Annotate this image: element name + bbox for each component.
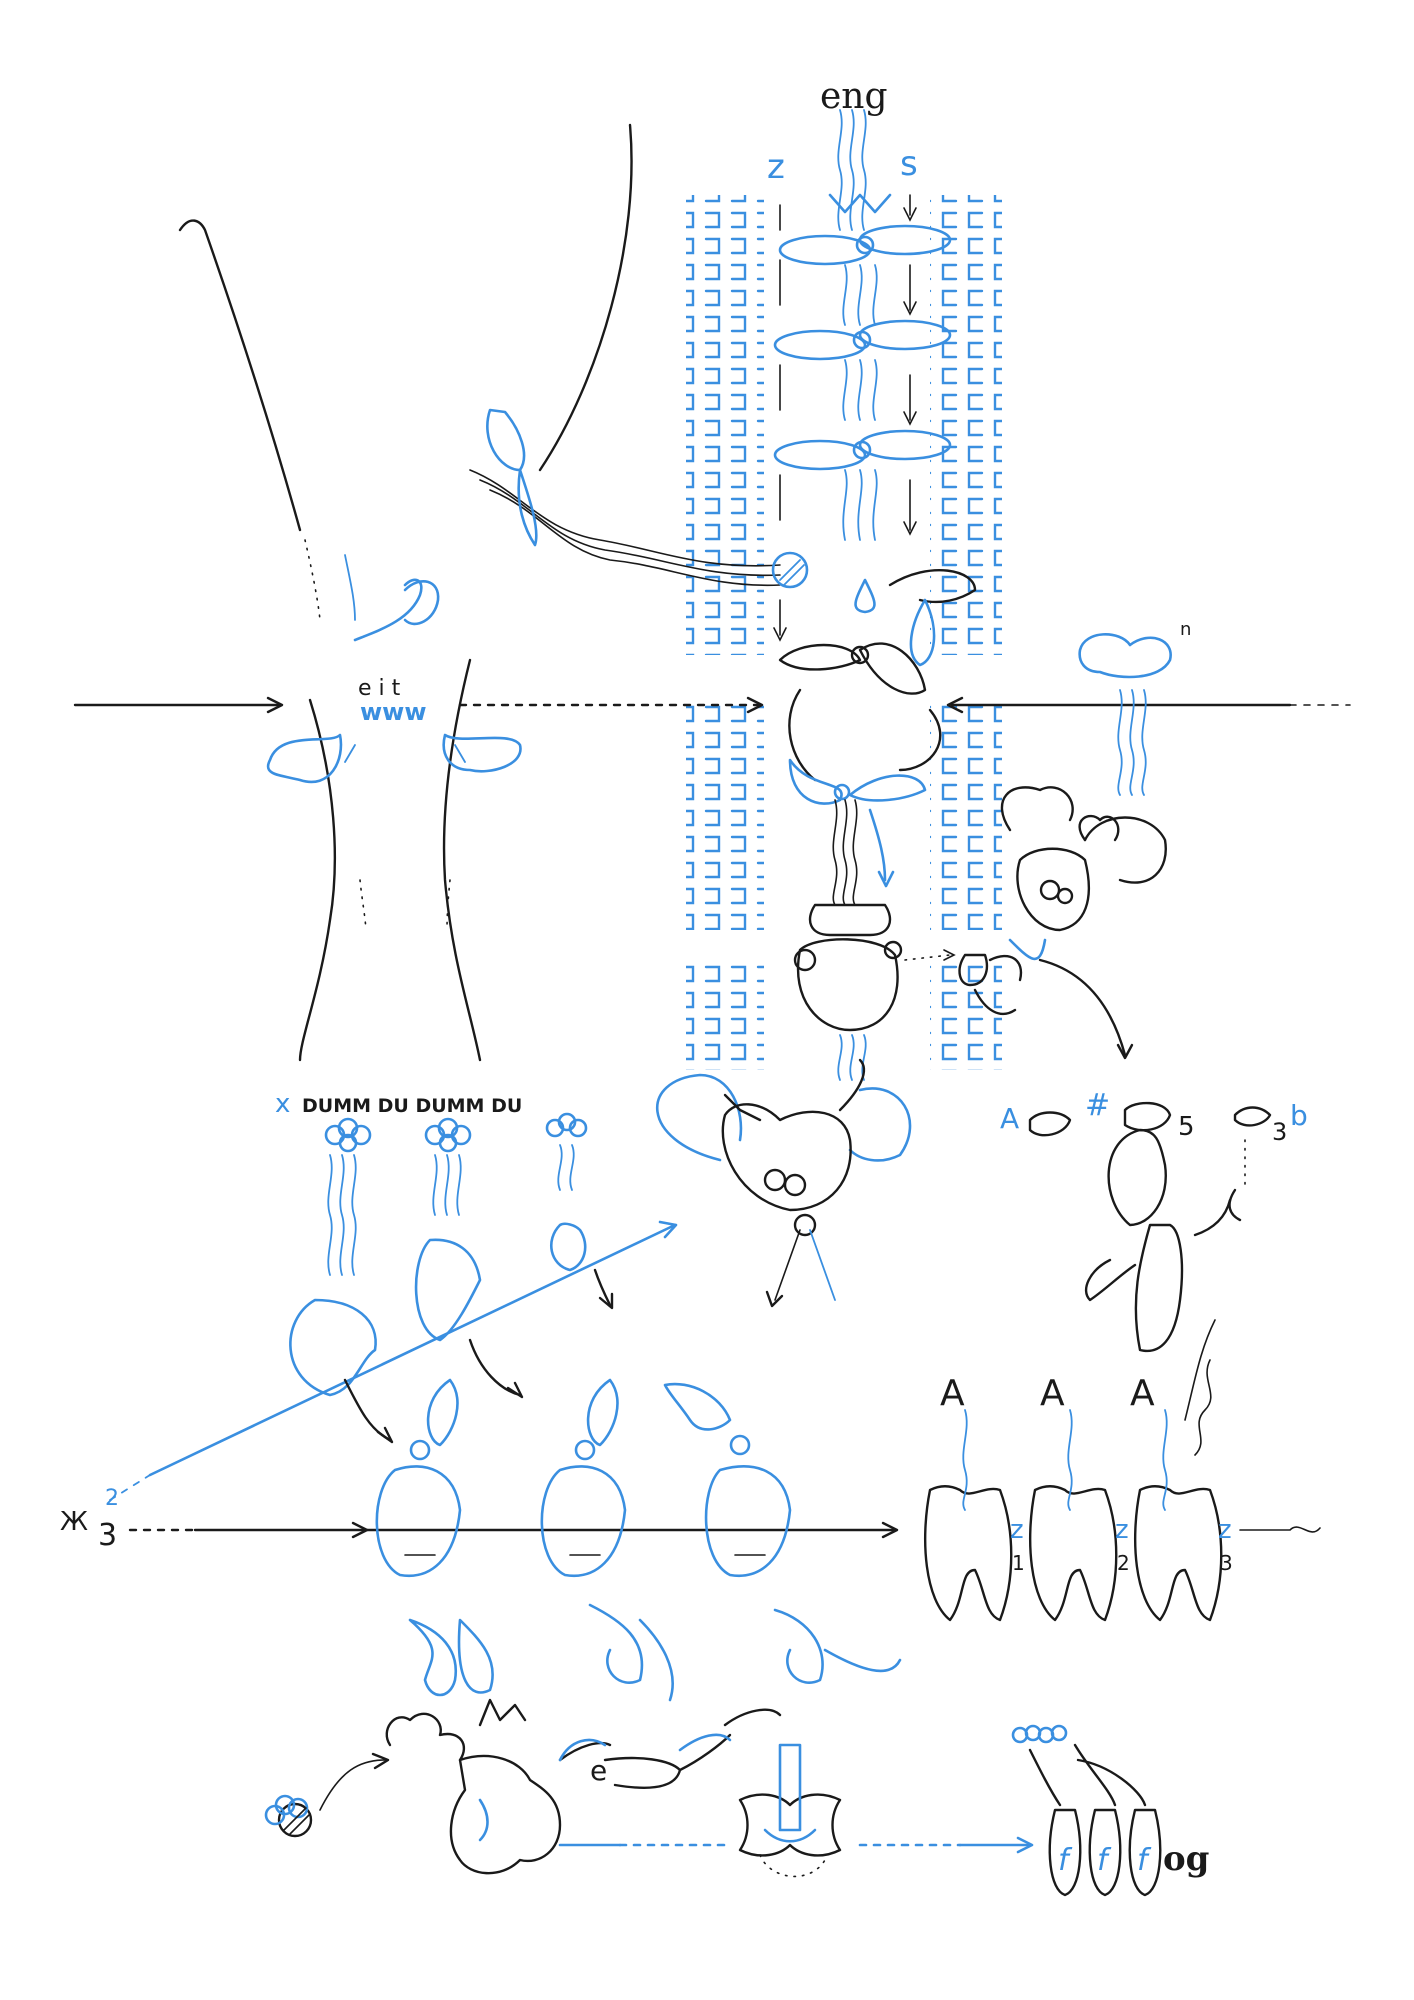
label-x: x [275, 1089, 290, 1119]
label-z2: z [1115, 1515, 1129, 1545]
z-arrows [773, 204, 787, 642]
label-f1: f [1058, 1843, 1073, 1878]
s-arrows [903, 194, 917, 536]
fog-figures [1011, 1724, 1162, 1897]
label-f2: f [1097, 1843, 1112, 1878]
hourglass-blue-figure [266, 554, 522, 784]
dumm-du-bunches [324, 1112, 588, 1276]
label-s-top: s [900, 144, 918, 184]
right-bunch-figures [1028, 1101, 1272, 1456]
label-k-mark: Ж [60, 1507, 88, 1537]
label-n: n [1180, 619, 1191, 640]
black-curved-arrows [343, 1268, 614, 1444]
label-three-left: 3 [98, 1518, 117, 1553]
label-dumm-du: DUMM DU DUMM DU [302, 1095, 522, 1117]
label-a3: A [1130, 1373, 1155, 1414]
top-propeller-stack [773, 109, 952, 614]
label-z1: z [1010, 1515, 1024, 1545]
small-blue-propeller [486, 408, 538, 547]
central-bow-figure [778, 569, 977, 888]
label-e-lower: e [590, 1754, 607, 1787]
label-two-left: 2 [105, 1486, 119, 1511]
lower-horizontal-arrow [128, 1521, 899, 1539]
label-five: 5 [1178, 1112, 1195, 1142]
label-www: www [360, 698, 427, 726]
diagonal-wave-cord [469, 469, 809, 589]
pear-figure-1 [375, 1378, 494, 1697]
label-z-top: z [767, 147, 785, 187]
left-texture-column [686, 195, 764, 1070]
label-og: og [1163, 1839, 1209, 1879]
blue-bell-shapes [109, 1220, 678, 1501]
round-face-figure [793, 903, 956, 1081]
label-sharp: # [1085, 1088, 1110, 1123]
label-eng: eng [820, 76, 888, 117]
label-a2: A [1040, 1373, 1065, 1414]
label-three: 3 [1272, 1118, 1287, 1146]
bottom-hourglass-tool [558, 1743, 1034, 1878]
hourglass-shape [178, 123, 633, 1062]
label-eit: e i t [358, 676, 401, 701]
pear-figure-3 [663, 1382, 902, 1684]
label-z3: z [1218, 1515, 1232, 1545]
wavy-connector-black [832, 799, 858, 906]
teeth-figures [923, 1319, 1321, 1622]
label-n1: 1 [1012, 1551, 1025, 1575]
pear-figure-2 [540, 1378, 674, 1702]
label-a-blue: A [1000, 1102, 1019, 1135]
label-n2: 2 [1117, 1551, 1130, 1575]
big-mouse-face [655, 1058, 912, 1308]
bottom-creature [264, 1698, 782, 1875]
label-f3: f [1137, 1843, 1152, 1878]
label-n3: 3 [1220, 1551, 1233, 1575]
right-mouse-figure [958, 786, 1167, 1060]
right-texture-column [930, 195, 1002, 1070]
small-blue-cloud [1078, 633, 1172, 796]
label-a1: A [940, 1373, 965, 1414]
label-flat: b [1290, 1099, 1308, 1132]
